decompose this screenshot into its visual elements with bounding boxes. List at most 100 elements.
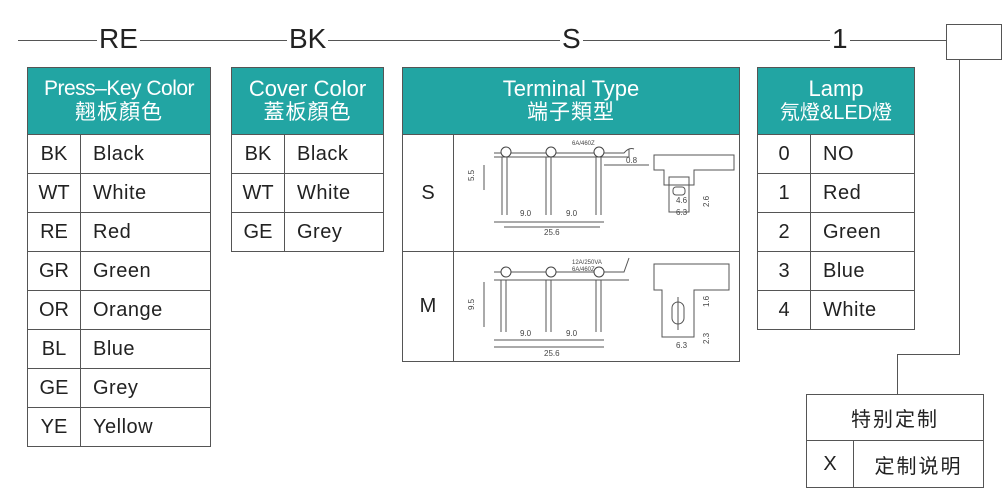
press-key-title-cn: 翹板顏色 bbox=[75, 101, 163, 124]
terminal-header: Terminal Type 端子類型 bbox=[403, 68, 739, 135]
terminal-s-diagram: 9.0 9.0 25.6 5.5 0.8 4.6 6.3 2.6 6A/460Z bbox=[467, 141, 735, 237]
custom-table: 特别定制 X 定制说明 bbox=[806, 394, 984, 488]
lamp-code: 2 bbox=[758, 213, 811, 251]
table-row: OR Orange bbox=[28, 290, 210, 329]
terminal-title-en: Terminal Type bbox=[502, 76, 640, 101]
color-name: Grey bbox=[93, 376, 139, 399]
color-name: Orange bbox=[93, 298, 163, 321]
s-pitch1-label: 9.0 bbox=[520, 209, 532, 218]
lamp-code: 0 bbox=[758, 135, 811, 173]
m-h1-label: 1.6 bbox=[702, 295, 711, 307]
s-h2-label: 2.6 bbox=[702, 195, 711, 207]
lamp-name: Red bbox=[823, 181, 862, 204]
table-row: 3 Blue bbox=[758, 251, 914, 290]
cover-table: Cover Color 蓋板顏色 BK Black WT White GE Grey bbox=[231, 67, 384, 252]
terminal-title-cn: 端子類型 bbox=[527, 101, 615, 124]
lamp-header: Lamp 氖燈&LED燈 bbox=[758, 68, 914, 135]
color-code: BK bbox=[232, 135, 285, 173]
lamp-name: Green bbox=[823, 220, 882, 243]
color-name: Black bbox=[93, 142, 145, 165]
lamp-rows: 0 NO 1 Red 2 Green 3 Blue 4 White bbox=[758, 135, 914, 329]
color-code: YE bbox=[28, 408, 81, 446]
color-name: Yellow bbox=[93, 415, 154, 438]
terminal-s-drawing: 9.0 9.0 25.6 5.5 0.8 4.6 6.3 2.6 6A/460Z bbox=[454, 135, 739, 251]
terminal-code: M bbox=[403, 252, 454, 361]
press-key-header: Press–Key Color 翹板顏色 bbox=[28, 68, 210, 135]
table-row: BK Black bbox=[28, 135, 210, 173]
lamp-name: White bbox=[823, 298, 877, 321]
table-row: 1 Red bbox=[758, 173, 914, 212]
m-w2-label: 6.3 bbox=[676, 341, 688, 350]
m-rating2-label: 6A/460Z bbox=[572, 267, 595, 273]
custom-code: X bbox=[807, 441, 854, 487]
lamp-name: NO bbox=[823, 142, 854, 165]
terminal-row-s: S bbox=[403, 135, 739, 252]
s-total-label: 25.6 bbox=[544, 228, 560, 237]
custom-connector-h bbox=[897, 354, 960, 355]
code-line bbox=[18, 40, 946, 41]
s-pitch2-label: 9.0 bbox=[566, 209, 578, 218]
s-w2-label: 6.3 bbox=[676, 208, 688, 217]
m-h2-label: 2.3 bbox=[702, 332, 711, 344]
color-code: GR bbox=[28, 252, 81, 290]
m-rating-label: 12A/250VA bbox=[572, 260, 602, 266]
color-code: WT bbox=[232, 174, 285, 212]
color-code: RE bbox=[28, 213, 81, 251]
cover-title-en: Cover Color bbox=[248, 76, 367, 101]
table-row: BL Blue bbox=[28, 329, 210, 368]
table-row: YE Yellow bbox=[28, 407, 210, 446]
color-name: Red bbox=[93, 220, 132, 243]
terminal-table: Terminal Type 端子類型 S bbox=[402, 67, 740, 362]
lamp-code: 1 bbox=[830, 23, 850, 54]
terminal-m-drawing: 9.0 9.0 25.6 9.5 6.3 1.6 2.3 12A/250VA 6… bbox=[454, 252, 739, 361]
color-name: Blue bbox=[93, 337, 136, 360]
terminal-row-m: M bbox=[403, 252, 739, 361]
table-row: BK Black bbox=[232, 135, 383, 173]
lamp-title-cn: 氖燈&LED燈 bbox=[779, 102, 893, 124]
custom-connector-v2 bbox=[897, 354, 898, 394]
s-w1-label: 4.6 bbox=[676, 196, 688, 205]
table-row: 0 NO bbox=[758, 135, 914, 173]
press-key-rows: BK Black WT White RE Red GR Green OR Orange B… bbox=[28, 135, 210, 446]
press-key-title-en: Press–Key Color bbox=[43, 77, 195, 100]
color-name: White bbox=[297, 181, 351, 204]
table-row: 4 White bbox=[758, 290, 914, 329]
lamp-name: Blue bbox=[823, 259, 866, 282]
m-total-label: 25.6 bbox=[544, 349, 560, 358]
custom-title: 特别定制 bbox=[807, 395, 983, 441]
custom-desc: 定制说明 bbox=[874, 455, 963, 478]
s-height-label: 5.5 bbox=[467, 169, 476, 181]
lamp-table: Lamp 氖燈&LED燈 0 NO 1 Red 2 Green 3 Blue 4 Whit… bbox=[757, 67, 915, 330]
s-rating-label: 6A/460Z bbox=[572, 141, 595, 147]
lamp-code: 4 bbox=[758, 291, 811, 329]
terminal-m-diagram: 9.0 9.0 25.6 9.5 6.3 1.6 2.3 12A/250VA 6… bbox=[467, 257, 730, 358]
color-name: White bbox=[93, 181, 147, 204]
table-row: 2 Green bbox=[758, 212, 914, 251]
color-code: WT bbox=[28, 174, 81, 212]
color-name: Green bbox=[93, 259, 152, 282]
color-code: OR bbox=[28, 291, 81, 329]
table-row: RE Red bbox=[28, 212, 210, 251]
color-name: Grey bbox=[297, 220, 343, 243]
cover-rows: BK Black WT White GE Grey bbox=[232, 135, 383, 251]
custom-connector-v1 bbox=[959, 59, 960, 355]
custom-code-box bbox=[946, 24, 1002, 60]
color-code: BL bbox=[28, 330, 81, 368]
lamp-code: 3 bbox=[758, 252, 811, 290]
color-code: BK bbox=[28, 135, 81, 173]
m-height-label: 9.5 bbox=[467, 298, 476, 310]
terminal-code: S bbox=[403, 135, 454, 251]
color-name: Black bbox=[297, 142, 349, 165]
cover-title-cn: 蓋板顏色 bbox=[263, 101, 352, 124]
table-row: GE Grey bbox=[28, 368, 210, 407]
table-row: GE Grey bbox=[232, 212, 383, 251]
table-row: WT White bbox=[28, 173, 210, 212]
lamp-code: 1 bbox=[758, 174, 811, 212]
color-code: GE bbox=[28, 369, 81, 407]
color-code: GE bbox=[232, 213, 285, 251]
terminal-code: S bbox=[560, 23, 583, 54]
lamp-title-en: Lamp bbox=[808, 76, 864, 101]
custom-row: X 定制说明 bbox=[807, 441, 983, 487]
s-thick-label: 0.8 bbox=[626, 156, 638, 165]
